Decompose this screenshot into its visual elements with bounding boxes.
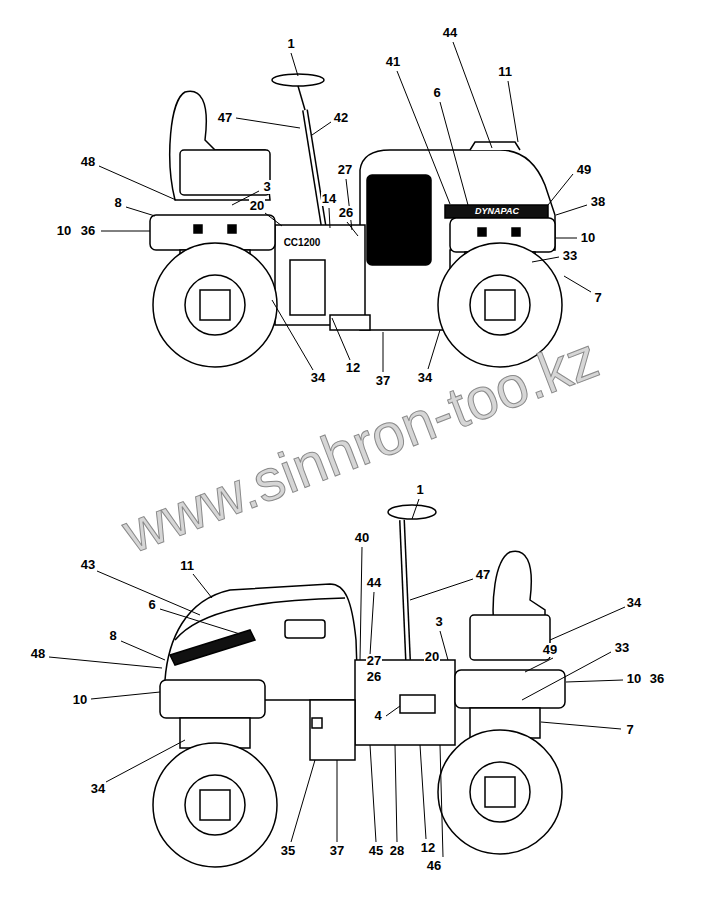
callout-number: 48 (80, 155, 96, 169)
callout-number: 36 (649, 672, 665, 686)
callout-number: 10 (72, 693, 88, 707)
callout-number: 28 (389, 844, 405, 858)
callout-number: 3 (262, 180, 271, 194)
callout-number: 8 (108, 629, 117, 643)
perspective-view (153, 505, 565, 867)
callout-number: 14 (321, 192, 337, 206)
callout-number: 34 (310, 371, 326, 385)
callout-number: 45 (368, 844, 384, 858)
callout-number: 11 (497, 65, 513, 79)
side-view (150, 74, 562, 367)
callout-number: 34 (626, 596, 642, 610)
callout-number: 33 (562, 249, 578, 263)
callout-number: 27 (337, 163, 353, 177)
callout-number: 1 (286, 37, 295, 51)
callout-number: 49 (542, 643, 558, 657)
callout-number: 37 (329, 844, 345, 858)
callout-number: 10 (626, 672, 642, 686)
callout-number: 1 (415, 483, 424, 497)
callout-number: 43 (80, 558, 96, 572)
callout-number: 47 (217, 111, 233, 125)
callout-number: 6 (147, 598, 156, 612)
callout-number: 12 (420, 841, 436, 855)
callout-number: 44 (442, 26, 458, 40)
model-text: DYNAPAC (473, 206, 521, 216)
callout-number: 27 (366, 654, 382, 668)
callout-number: 49 (576, 163, 592, 177)
callout-number: 4 (373, 709, 382, 723)
leader-lines (49, 42, 625, 857)
callout-number: 6 (432, 86, 441, 100)
callout-number: 10 (580, 231, 596, 245)
callout-number: 12 (345, 361, 361, 375)
callout-number: 42 (333, 111, 349, 125)
callout-number: 34 (90, 782, 106, 796)
callout-number: 37 (375, 374, 391, 388)
callout-number: 8 (113, 196, 122, 210)
callout-number: 35 (280, 844, 296, 858)
callout-number: 34 (417, 371, 433, 385)
callout-number: 7 (593, 291, 602, 305)
callout-number: 11 (179, 559, 195, 573)
callout-number: 46 (426, 859, 442, 873)
callout-number: 36 (80, 224, 96, 238)
callout-number: 38 (590, 195, 606, 209)
callout-number: 41 (385, 55, 401, 69)
callout-number: 47 (475, 568, 491, 582)
model-text: CC1200 (283, 237, 322, 248)
callout-number: 33 (614, 641, 630, 655)
callout-number: 44 (366, 576, 382, 590)
callout-number: 10 (56, 224, 72, 238)
callout-number: 3 (434, 615, 443, 629)
callout-number: 26 (366, 670, 382, 684)
callout-number: 7 (625, 723, 634, 737)
callout-number: 48 (30, 647, 46, 661)
callout-number: 40 (354, 531, 370, 545)
callout-number: 20 (424, 650, 440, 664)
callout-number: 26 (338, 206, 354, 220)
callout-number: 20 (249, 199, 265, 213)
